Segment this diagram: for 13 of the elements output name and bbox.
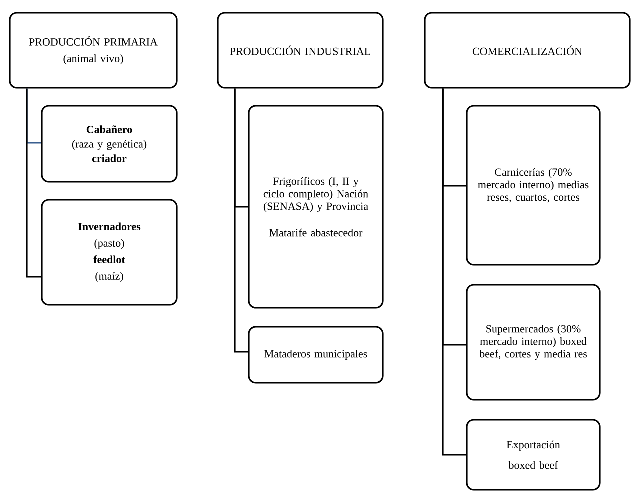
connector (234, 88, 248, 353)
connector (442, 88, 466, 456)
connector (26, 88, 42, 278)
role-box: Exportación boxed beef (466, 419, 601, 491)
header-box: COMERCIALIZACIÓN (424, 12, 631, 89)
role-box: Mataderos municipales (248, 326, 384, 384)
role-box: Invernadores (pasto) feedlot (maíz) (41, 199, 178, 306)
header-box: PRODUCCIÓN PRIMARIA (animal vivo) (9, 12, 178, 89)
role-box: Carnicerías (70% mercado interno) medias reses, cuartos, cortes (466, 105, 601, 266)
role-box: Supermercados (30% mercado interno) boxed beef, cortes y media res (466, 284, 601, 401)
role-box: Cabañero (raza y genética) criador (41, 105, 178, 183)
header-box: PRODUCCIÓN INDUSTRIAL (217, 12, 384, 89)
role-box: Frigoríficos (I, II y ciclo completo) Nación (SENASA) y Provincia Matarife abastecedor (248, 105, 384, 309)
